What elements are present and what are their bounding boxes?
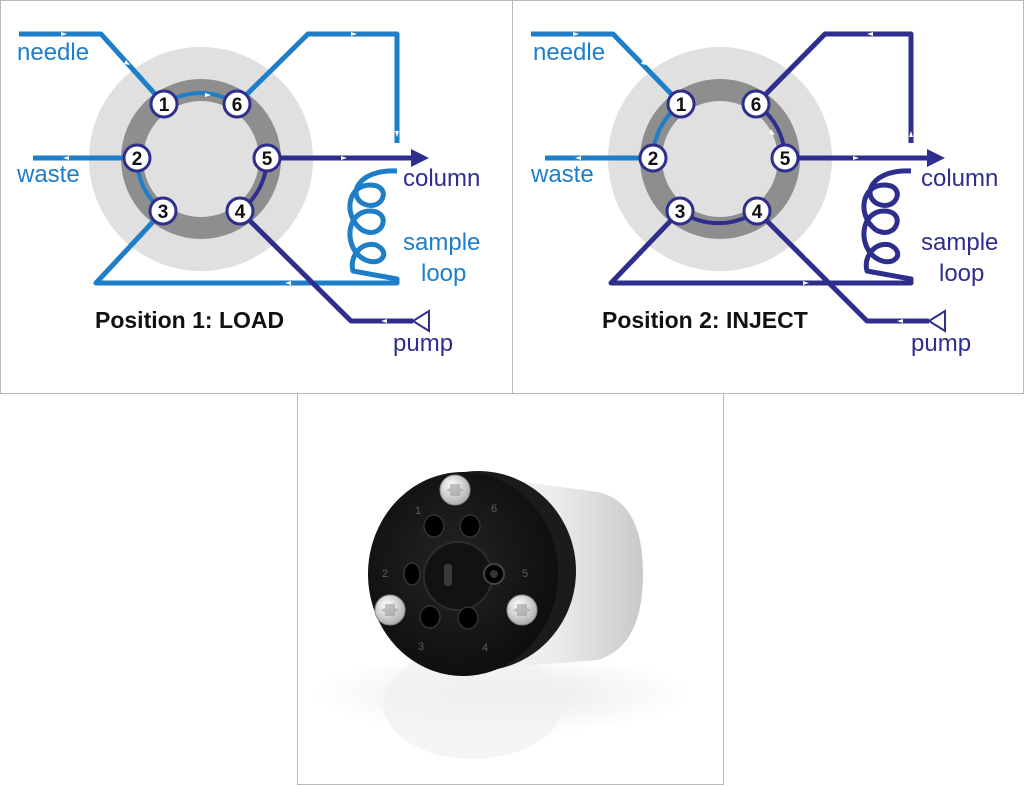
column-arrow: [927, 149, 945, 167]
engraved-5: 5: [522, 568, 528, 580]
svg-text:4: 4: [752, 202, 763, 223]
svg-text:5: 5: [262, 149, 273, 170]
screw-left: [374, 594, 406, 626]
load-diagram: 1 6 2 5 3 4 needle waste column sample l…: [16, 31, 480, 357]
load-position-panel: 1 6 2 5 3 4 needle waste column sample l…: [0, 0, 513, 394]
port-6: 6: [741, 89, 771, 119]
svg-text:4: 4: [235, 202, 246, 223]
svg-text:6: 6: [751, 95, 762, 116]
port-3: 3: [665, 196, 695, 226]
port-1: 1: [666, 89, 696, 119]
svg-text:2: 2: [132, 149, 143, 170]
waste-label: waste: [530, 161, 594, 188]
port-4: 4: [742, 196, 772, 226]
column-arrow: [411, 149, 429, 167]
port-hole-1: [423, 514, 445, 538]
rotor-center: [143, 101, 259, 217]
port-6: 6: [222, 89, 252, 119]
svg-text:1: 1: [159, 95, 170, 116]
pump-label: pump: [911, 330, 971, 357]
flow-markers: [573, 32, 913, 323]
port-4: 4: [225, 196, 255, 226]
screw-top: [439, 474, 471, 506]
pump-line: [238, 209, 413, 324]
pump-arrow: [411, 309, 430, 333]
needle-line: [531, 31, 683, 106]
port-2: 2: [122, 143, 152, 173]
loop-label: loop: [939, 260, 984, 287]
port-hole-5-inner: [490, 570, 498, 578]
pump-label: pump: [393, 330, 453, 357]
svg-text:2: 2: [648, 149, 659, 170]
engraved-3: 3: [418, 641, 424, 653]
center-slot: [444, 564, 452, 586]
rotor-center: [662, 101, 778, 217]
port-5: 5: [770, 143, 800, 173]
svg-text:3: 3: [158, 202, 169, 223]
engraved-2: 2: [382, 568, 388, 580]
engraved-6: 6: [491, 503, 497, 515]
port-hole-3: [419, 605, 441, 629]
inject-position-panel: 1 6 2 5 3 4 needle waste column sample l…: [512, 0, 1024, 394]
sample-loop-coil: [93, 168, 400, 286]
port-3: 3: [148, 196, 178, 226]
inject-caption: Position 2: INJECT: [602, 307, 808, 333]
inject-diagram: 1 6 2 5 3 4 needle waste column sample l…: [530, 31, 998, 357]
reflection: [383, 649, 563, 759]
port-2: 2: [638, 143, 668, 173]
pump-line: [755, 209, 929, 324]
svg-text:5: 5: [780, 149, 791, 170]
pump-arrow: [927, 309, 946, 333]
port-hole-2: [403, 562, 421, 586]
engraved-4: 4: [482, 642, 488, 654]
needle-label: needle: [17, 39, 89, 66]
port-hole-6: [459, 514, 481, 538]
screw-right: [506, 594, 538, 626]
flow-markers: [61, 32, 399, 323]
port-hole-4: [457, 606, 479, 630]
port-5: 5: [252, 143, 282, 173]
port-1: 1: [149, 89, 179, 119]
sample-label: sample: [921, 229, 998, 256]
sample-loop-coil: [608, 168, 914, 286]
waste-label: waste: [16, 161, 80, 188]
column-label: column: [921, 165, 998, 192]
svg-text:6: 6: [232, 95, 243, 116]
center-hub: [423, 541, 493, 611]
load-caption: Position 1: LOAD: [95, 307, 284, 333]
valve-photo-panel: 1 6 2 5 3 4: [297, 393, 724, 785]
column-label: column: [403, 165, 480, 192]
sample-label: sample: [403, 229, 480, 256]
engraved-1: 1: [415, 505, 421, 517]
loop-label: loop: [421, 260, 466, 287]
needle-line: [19, 31, 166, 106]
needle-label: needle: [533, 39, 605, 66]
svg-text:1: 1: [676, 95, 687, 116]
svg-text:3: 3: [675, 202, 686, 223]
valve-illustration: 1 6 2 5 3 4: [313, 471, 693, 759]
